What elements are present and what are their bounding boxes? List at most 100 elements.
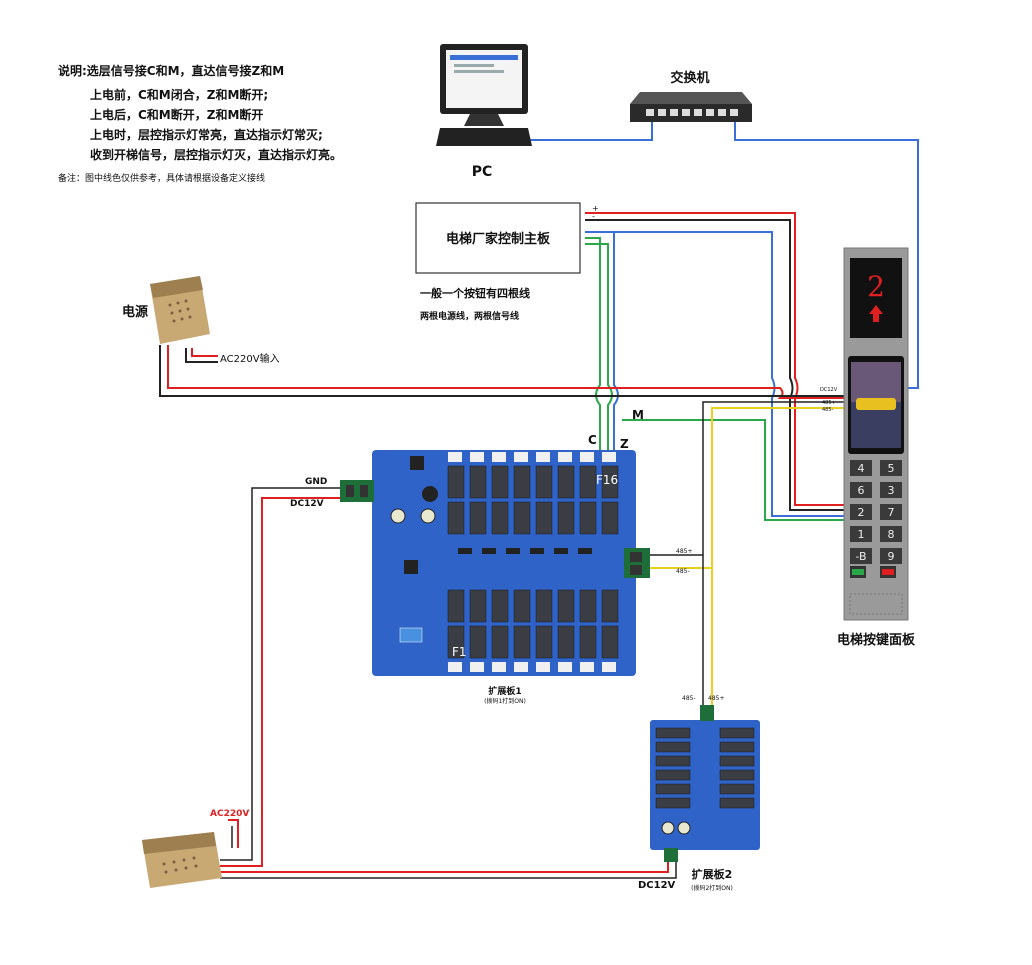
controller-label: 电梯厂家控制主板	[446, 231, 551, 247]
wire-b2-black	[220, 862, 677, 879]
wire-psu-red	[167, 345, 848, 399]
panel-key-label: 9	[888, 550, 895, 563]
board2-power-terminal	[664, 848, 678, 862]
panel-keypad: 4 5 6 3 2 7 1 8 -B 9	[850, 460, 902, 564]
panel-key-label: 5	[888, 462, 895, 475]
panel-label: 电梯按键面板	[837, 632, 916, 648]
board2-485-minus: 485-	[682, 695, 696, 702]
board1-gnd: GND	[305, 477, 327, 487]
controller-box	[415, 202, 581, 274]
controller-plus: +	[592, 204, 599, 213]
board2-dc: DC12V	[638, 880, 676, 891]
note-remark: 备注：图中线色仅供参考，具体请根据设备定义接线	[58, 172, 265, 184]
panel-key	[850, 504, 872, 520]
note-line-3: 上电后，C和M断开，Z和M断开	[90, 107, 263, 122]
panel-key	[880, 482, 902, 498]
elevator-controller: 电梯厂家控制主板 + - 一般一个按钮有四根线 两根电源线，两根信号线	[415, 202, 599, 322]
board1-dip-switch	[399, 627, 423, 643]
board1-bottom-relays	[447, 589, 619, 659]
panel-key	[850, 482, 872, 498]
board2-sub: (拨码2打到ON)	[691, 884, 733, 892]
psu-bottom-input: AC220V	[210, 809, 249, 819]
board2-pcb	[650, 720, 760, 850]
wire-switch-panel	[734, 122, 919, 389]
pc-keyboard	[436, 128, 532, 146]
wire-pc-switch	[518, 122, 653, 141]
controller-desc-2: 两根电源线，两根信号线	[420, 310, 519, 322]
board1-label: 扩展板1	[488, 685, 521, 697]
panel-floor-display	[850, 258, 902, 338]
door-close-icon	[882, 569, 894, 575]
arrow-up-icon	[869, 305, 883, 322]
note-line-5: 收到开梯信号，层控指示灯灭，直达指示灯亮。	[90, 147, 342, 162]
note-line-2: 上电前，C和M闭合，Z和M断开;	[90, 87, 268, 102]
expansion-board-2: 485- 485+ DC12V 扩展板2 (拨码2打到ON)	[638, 695, 760, 892]
signal-m: M	[632, 408, 644, 422]
expansion-board-1: F16 F1 GND DC12V 485+ 485- 扩展板1 (拨码1打到ON…	[290, 450, 692, 705]
panel-key-label: 4	[858, 462, 865, 475]
power-supply-top: 电源 AC220V输入	[122, 276, 280, 365]
controller-desc-1: 一般一个按钮有四根线	[420, 286, 530, 300]
panel-key-label: 3	[888, 484, 895, 497]
board2-485-plus: 485+	[708, 695, 724, 702]
wire-psu-ac	[191, 348, 218, 357]
panel-key-label: 7	[888, 506, 895, 519]
board1-mcu	[404, 560, 418, 574]
panel-key-label: 1	[858, 528, 865, 541]
switch-body	[630, 104, 752, 122]
wire-b2-red	[220, 862, 669, 873]
panel-key-label: 2	[858, 506, 865, 519]
wire-ctrl-green-2	[585, 243, 613, 450]
controller-minus: -	[592, 212, 595, 221]
wire-ac-bottom	[228, 819, 239, 848]
signal-c: C	[588, 433, 597, 447]
door-open-icon	[852, 569, 864, 575]
wire-ctrl-blue-z	[613, 232, 619, 450]
panel-key	[880, 548, 902, 564]
board1-485-minus: 485-	[676, 568, 690, 575]
board1-power-terminal	[340, 480, 374, 502]
panel-key-label: 8	[888, 528, 895, 541]
wire-485-yellow	[648, 407, 848, 569]
signal-z: Z	[620, 437, 629, 451]
panel-485-minus: 485-	[822, 407, 834, 413]
panel-key	[880, 526, 902, 542]
board1-top-relays	[447, 465, 619, 535]
panel-key	[880, 460, 902, 476]
note-line-1: 说明:选层信号接C和M，直达信号接Z和M	[58, 63, 284, 78]
board1-sub: (拨码1打到ON)	[484, 697, 526, 705]
board2-relays	[655, 727, 755, 809]
panel-key-label: -B	[855, 550, 866, 563]
panel-dc: DC12V	[820, 387, 838, 393]
network-switch: 交换机	[630, 70, 752, 122]
board1-dc: DC12V	[290, 499, 324, 509]
wire-b1-dc	[220, 497, 340, 867]
panel-key	[880, 504, 902, 520]
wire-m-green	[622, 419, 848, 521]
panel-key-label: 6	[858, 484, 865, 497]
board2-485-terminal	[700, 705, 714, 721]
wire-psu-black	[159, 345, 848, 397]
panel-key	[850, 548, 872, 564]
wire-ctrl-green-c	[585, 237, 601, 450]
psu-top-label: 电源	[122, 304, 148, 320]
board1-485-plus: 485+	[676, 548, 692, 555]
board1-bottom-connectors	[448, 662, 616, 672]
wire-485-black	[648, 401, 848, 556]
note-line-4: 上电时，层控指示灯常亮，直达指示灯常灭;	[90, 127, 323, 142]
panel-floor-number: 2	[867, 270, 885, 303]
switch-label: 交换机	[670, 70, 709, 86]
panel-logo	[856, 398, 896, 410]
board1-f1: F1	[452, 645, 467, 659]
pc-computer: PC	[436, 44, 532, 180]
wire-psu-ac2	[185, 348, 218, 363]
panel-key	[850, 460, 872, 476]
pc-label: PC	[472, 164, 493, 180]
wire-b1-gnd	[220, 487, 340, 861]
board2-label: 扩展板2	[692, 867, 733, 881]
instructions: 说明:选层信号接C和M，直达信号接Z和M 上电前，C和M闭合，Z和M断开; 上电…	[58, 63, 342, 184]
board1-f16: F16	[596, 473, 618, 487]
power-supply-bottom: AC220V	[142, 809, 249, 888]
